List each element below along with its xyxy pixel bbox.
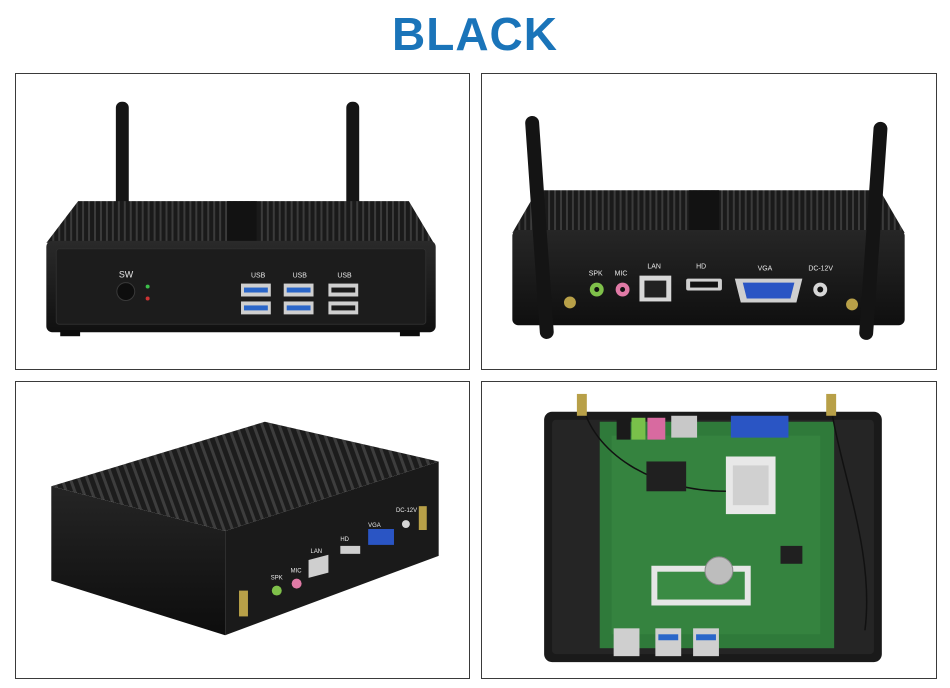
antenna-right bbox=[346, 101, 360, 210]
label-hd: HD bbox=[696, 264, 706, 271]
case-back bbox=[512, 229, 905, 326]
sw-label: SW bbox=[119, 270, 134, 280]
label-mic: MIC bbox=[291, 569, 303, 575]
label-spk: SPK bbox=[271, 576, 283, 582]
usb-label-2: USB bbox=[293, 273, 308, 280]
cmos-battery bbox=[704, 556, 734, 586]
front-view-illustration: SW USB USB USB bbox=[46, 101, 436, 337]
label-vga: VGA bbox=[368, 523, 381, 529]
antenna-right bbox=[859, 121, 888, 340]
label-mic: MIC bbox=[615, 271, 628, 278]
led-red bbox=[145, 296, 150, 301]
antenna-left bbox=[525, 115, 554, 339]
usb-ports bbox=[241, 283, 359, 315]
photo-internal-view bbox=[481, 381, 937, 679]
usb-label-1: USB bbox=[251, 273, 266, 280]
photo-front-view: SW USB USB USB bbox=[15, 73, 470, 370]
photo-back-view: SPK MIC LAN HD VGA DC-12V bbox=[481, 73, 937, 370]
label-dc: DC-12V bbox=[396, 508, 417, 514]
label-dc: DC-12V bbox=[808, 266, 833, 273]
page-title: BLACK bbox=[392, 8, 558, 60]
case-side-left bbox=[51, 486, 226, 636]
power-button bbox=[116, 282, 136, 301]
angled-view-illustration: SPK MIC LAN HD VGA DC-12V bbox=[51, 421, 439, 636]
label-lan: LAN bbox=[311, 549, 323, 555]
label-lan: LAN bbox=[647, 264, 661, 271]
label-vga: VGA bbox=[758, 266, 773, 273]
photo-angled-view: SPK MIC LAN HD VGA DC-12V bbox=[15, 381, 470, 679]
label-hd: HD bbox=[340, 537, 349, 543]
antenna-left bbox=[115, 101, 129, 210]
heatsink-top bbox=[51, 421, 439, 531]
internal-view-illustration bbox=[544, 393, 882, 663]
back-view-illustration: SPK MIC LAN HD VGA DC-12V bbox=[512, 115, 905, 340]
label-spk: SPK bbox=[589, 271, 603, 278]
usb-label-3: USB bbox=[337, 273, 352, 280]
led-green bbox=[145, 284, 150, 289]
